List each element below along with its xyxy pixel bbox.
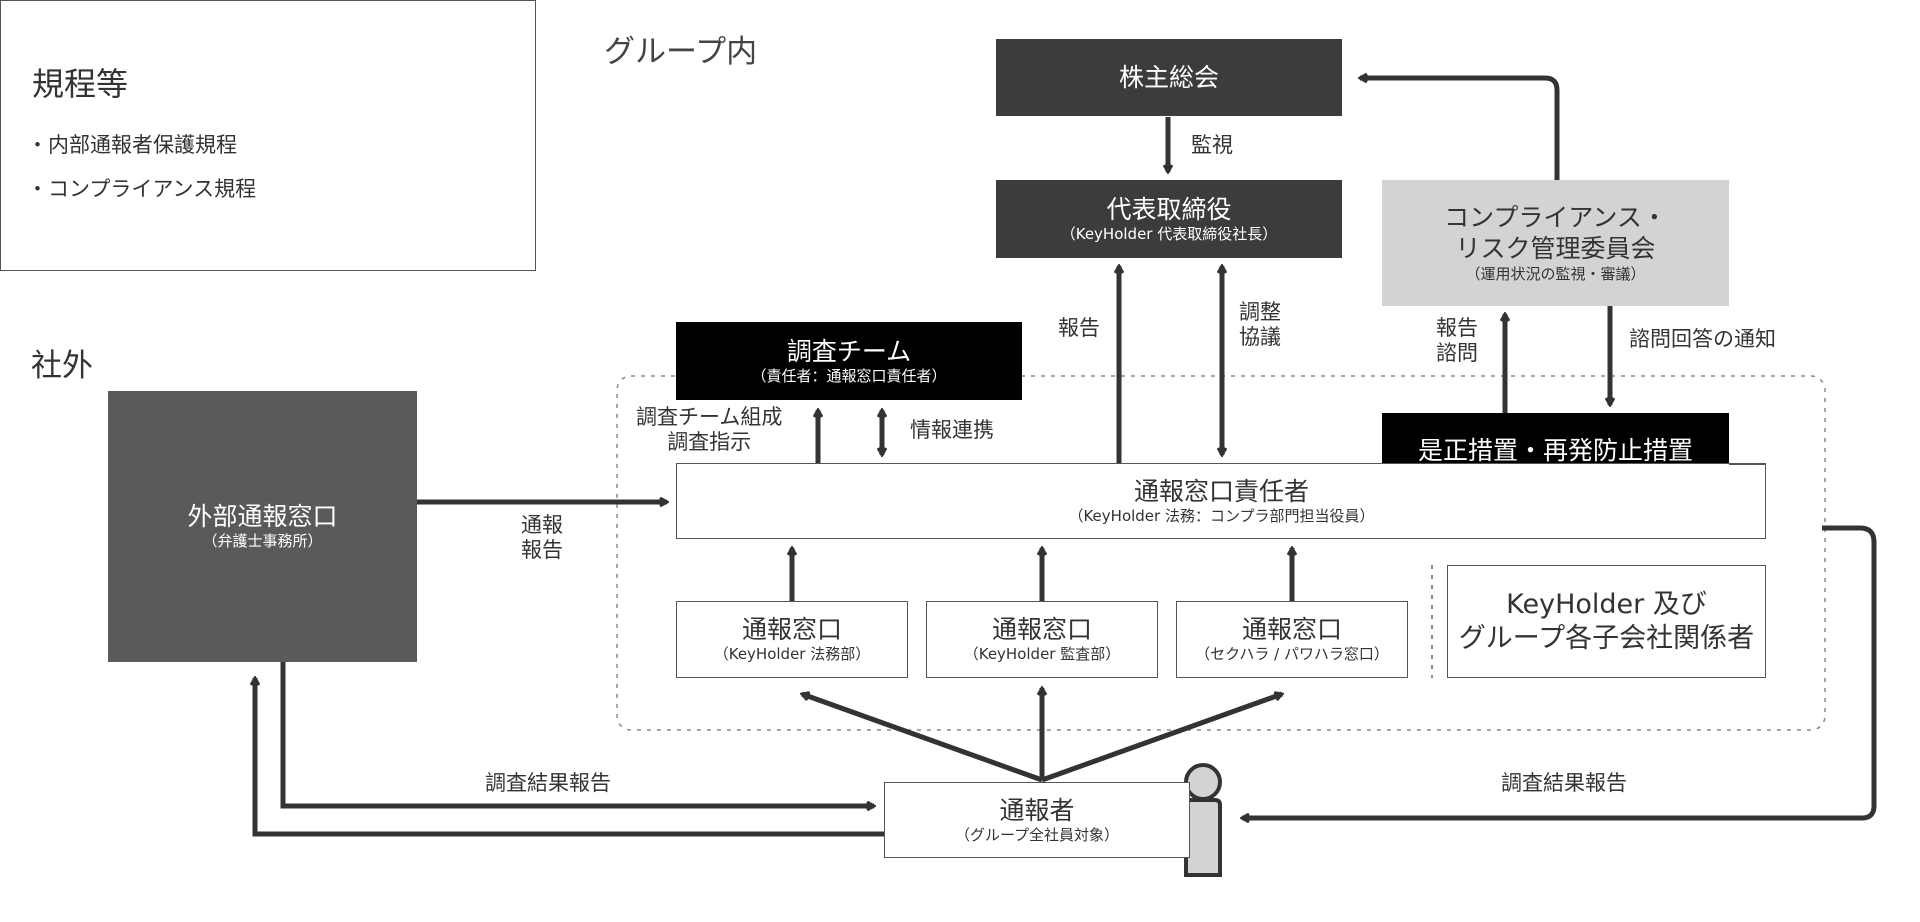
- label-notify-report: 通報 報告: [521, 513, 563, 563]
- team-title: 調査チーム: [786, 336, 912, 366]
- hotline-harassment-title: 通報窓口: [1241, 615, 1342, 645]
- manager-subtitle: （KeyHolder 法務：コンプラ部門担当役員）: [1068, 506, 1375, 525]
- label-adjust-line1: 調整: [1239, 300, 1281, 324]
- rules-title: 規程等: [32, 65, 129, 103]
- committee-title-line2: リスク管理委員会: [1455, 234, 1656, 264]
- label-team-formation-line2: 調査指示: [667, 430, 752, 455]
- ceo-box: 代表取締役 （KeyHolder 代表取締役社長）: [996, 180, 1342, 258]
- label-adjust-line2: 協議: [1239, 325, 1281, 350]
- label-info-sharing: 情報連携: [910, 418, 994, 442]
- label-consult-answer: 諮問回答の通知: [1629, 327, 1776, 351]
- hotline-harassment-subtitle: （セクハラ / パワハラ窓口）: [1195, 645, 1389, 664]
- arrow-wb-to-harassment: [1041, 694, 1282, 783]
- related-title-line1: KeyHolder 及び: [1506, 588, 1707, 620]
- hotline-legal-box: 通報窓口 （KeyHolder 法務部）: [676, 601, 908, 678]
- external-title: 外部通報窓口: [187, 502, 338, 532]
- whistleblower-title: 通報者: [999, 795, 1075, 825]
- label-report-consult: 報告 諮問: [1436, 316, 1478, 366]
- rules-item: ・内部通報者保護規程: [27, 133, 237, 157]
- label-report-consult-line1: 報告: [1436, 316, 1478, 340]
- label-result-report-right: 調査結果報告: [1501, 771, 1627, 795]
- arrow-committee-to-shareholders: [1360, 78, 1560, 180]
- section-label-external: 社外: [31, 348, 93, 384]
- committee-title-line1: コンプライアンス・: [1444, 203, 1667, 232]
- ceo-subtitle: （KeyHolder 代表取締役社長）: [1060, 224, 1278, 243]
- hotline-legal-subtitle: （KeyHolder 法務部）: [713, 645, 871, 664]
- compliance-committee-box: コンプライアンス・ リスク管理委員会 （運用状況の監視・審議）: [1382, 180, 1729, 306]
- manager-box-right-top: [1729, 463, 1766, 465]
- rules-item: ・コンプライアンス規程: [27, 177, 257, 201]
- rules-box: 規程等 ・内部通報者保護規程 ・コンプライアンス規程: [0, 0, 536, 271]
- arrow-result-left: [280, 662, 874, 806]
- label-notify-report-line2: 報告: [521, 538, 563, 563]
- label-report-consult-line2: 諮問: [1436, 341, 1478, 366]
- hotline-manager-box: 通報窓口責任者 （KeyHolder 法務：コンプラ部門担当役員）: [676, 463, 1766, 539]
- ceo-title: 代表取締役: [1106, 194, 1232, 224]
- shareholders-box: 株主総会: [996, 39, 1342, 116]
- manager-box-right-edge: [1729, 463, 1766, 539]
- shareholders-title: 株主総会: [1118, 62, 1219, 92]
- label-monitoring: 監視: [1191, 133, 1233, 157]
- related-parties-box: KeyHolder 及び グループ各子会社関係者: [1447, 565, 1766, 678]
- arrow-wb-to-legal: [802, 694, 1043, 783]
- arrow-wb-to-external: [255, 678, 884, 837]
- team-subtitle: （責任者：通報窓口責任者）: [751, 366, 947, 385]
- whistleblower-box: 通報者 （グループ全社員対象）: [884, 782, 1190, 858]
- whistleblower-subtitle: （グループ全社員対象）: [954, 825, 1120, 844]
- external-subtitle: （弁護士事務所）: [202, 532, 323, 551]
- label-team-formation: 調査チーム組成 調査指示: [636, 405, 782, 455]
- person-icon: [1184, 763, 1222, 877]
- label-team-formation-line1: 調査チーム組成: [636, 405, 783, 429]
- investigation-team-box: 調査チーム （責任者：通報窓口責任者）: [676, 322, 1022, 400]
- related-title-line2: グループ各子会社関係者: [1458, 622, 1755, 654]
- arrow-result-right: [1242, 525, 1877, 818]
- corrective-title: 是正措置・再発防止措置: [1417, 436, 1693, 466]
- manager-title: 通報窓口責任者: [1133, 476, 1309, 506]
- label-result-report-left: 調査結果報告: [485, 771, 611, 795]
- hotline-legal-title: 通報窓口: [741, 615, 842, 645]
- external-hotline-box: 外部通報窓口 （弁護士事務所）: [108, 391, 417, 662]
- hotline-harassment-box: 通報窓口 （セクハラ / パワハラ窓口）: [1176, 601, 1408, 678]
- label-report: 報告: [1058, 316, 1100, 340]
- label-adjust: 調整 協議: [1239, 300, 1281, 350]
- hotline-audit-title: 通報窓口: [991, 615, 1092, 645]
- manager-box-right-bottom: [1676, 537, 1766, 539]
- section-label-group: グループ内: [604, 34, 758, 70]
- hotline-audit-box: 通報窓口 （KeyHolder 監査部）: [926, 601, 1158, 678]
- hotline-audit-subtitle: （KeyHolder 監査部）: [963, 645, 1121, 664]
- label-notify-report-line1: 通報: [521, 513, 563, 537]
- committee-subtitle: （運用状況の監視・審議）: [1465, 264, 1646, 283]
